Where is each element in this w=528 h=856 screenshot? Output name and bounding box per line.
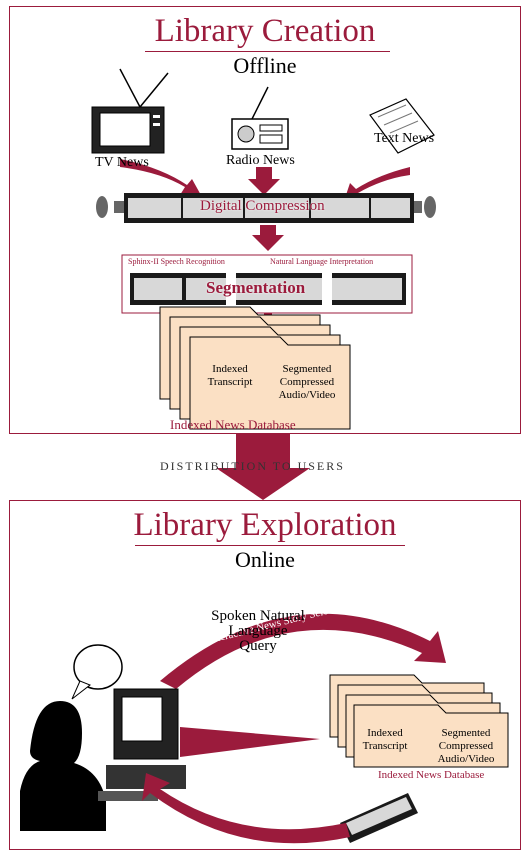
- exploration-indexed-transcript-label: Indexed Transcript: [362, 727, 408, 752]
- newspaper-icon: [369, 98, 435, 154]
- indexed-transcript-label: Indexed Transcript: [207, 363, 253, 388]
- segmented-av-label: Segmented Compressed Audio/Video: [278, 363, 336, 401]
- selection-arc: [160, 613, 446, 689]
- compression-to-segmentation-arrow: [252, 225, 284, 251]
- creation-diagram-graphics: [91, 68, 436, 430]
- library-creation-panel: Library Creation Offline: [9, 6, 521, 434]
- query-label: Spoken Natural Language Query: [211, 608, 305, 654]
- text-news-label: Text News: [374, 131, 435, 146]
- exploration-segmented-av-label: Segmented Compressed Audio/Video: [437, 727, 495, 765]
- creation-title: Library Creation: [154, 13, 376, 49]
- distribution-label: DISTRIBUTION TO USERS: [160, 459, 345, 474]
- exploration-subtitle: Online: [235, 547, 295, 572]
- exploration-folders: [329, 674, 509, 768]
- creation-database-label: Indexed News Database: [170, 417, 296, 432]
- exploration-database-label: Indexed News Database: [378, 769, 485, 781]
- user-silhouette: [20, 701, 106, 831]
- exploration-title: Library Exploration: [133, 507, 397, 543]
- tv-icon: [91, 68, 169, 154]
- speech-recognition-label: Sphinx-II Speech Recognition: [128, 257, 225, 266]
- speech-bubble-icon: [71, 644, 123, 700]
- compression-label: Digital Compression: [200, 198, 325, 214]
- source-arrows: [120, 159, 410, 201]
- exploration-diagram-graphics: [20, 613, 509, 844]
- compression-filmstrip: [96, 193, 436, 223]
- library-exploration-panel: Library Exploration Online: [9, 500, 521, 850]
- segment-filmstrip: [340, 793, 418, 843]
- radio-news-label: Radio News: [226, 153, 295, 168]
- radio-icon: [231, 86, 289, 150]
- distribution-label-part2: TO USERS: [272, 459, 345, 473]
- segmentation-box: [121, 254, 413, 314]
- tv-news-label: TV News: [95, 155, 149, 170]
- segment-arc: [142, 773, 350, 844]
- creation-title-underline: [145, 51, 390, 52]
- distribution-label-part1: DISTRIBUTION: [160, 459, 268, 473]
- segmentation-label: Segmentation: [206, 278, 306, 297]
- exploration-title-underline: [135, 545, 405, 546]
- creation-subtitle: Offline: [233, 53, 297, 78]
- query-beam: [180, 727, 320, 757]
- computer-icon: [98, 688, 186, 801]
- nl-interpretation-label: Natural Language Interpretation: [270, 257, 374, 266]
- database-folders: [159, 306, 351, 430]
